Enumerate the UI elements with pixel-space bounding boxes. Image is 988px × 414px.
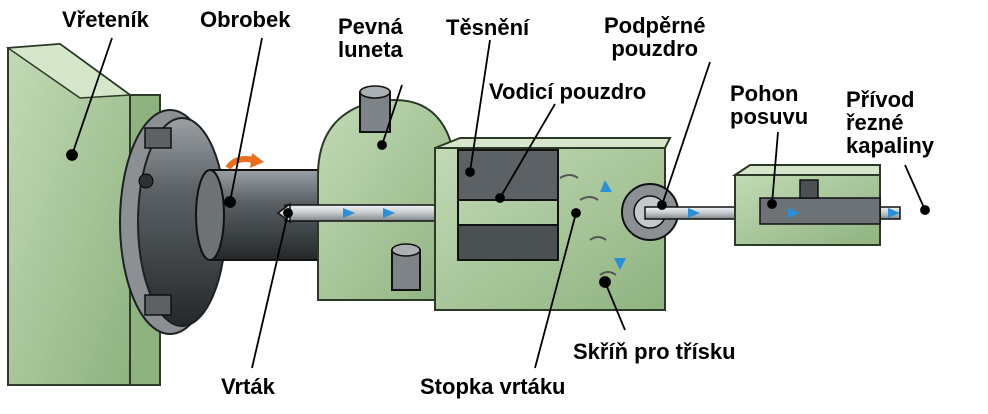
feed-drive [644, 164, 901, 246]
label-coolant-supply: Přívod řezné kapaliny [846, 87, 935, 158]
coolant-flow-arrows [343, 180, 900, 270]
label-chip-box: Skříň pro třísku [573, 339, 736, 364]
rotation-arrow-icon [225, 156, 255, 170]
label-seal: Těsnění [446, 15, 530, 40]
leader-lines [66, 37, 930, 369]
label-support-bushing: Podpěrné pouzdro [604, 13, 706, 61]
label-headstock: Vřeteník [62, 7, 149, 32]
label-workpiece: Obrobek [200, 7, 291, 32]
label-feed-drive: Pohon posuvu [730, 81, 809, 129]
label-steady-rest: Pevná luneta [338, 14, 403, 62]
label-drill-shank: Stopka vrtáku [420, 374, 566, 399]
steady-rest [317, 85, 456, 301]
label-guide-bushing: Vodicí pouzdro [489, 79, 647, 104]
label-drill: Vrták [221, 374, 275, 399]
